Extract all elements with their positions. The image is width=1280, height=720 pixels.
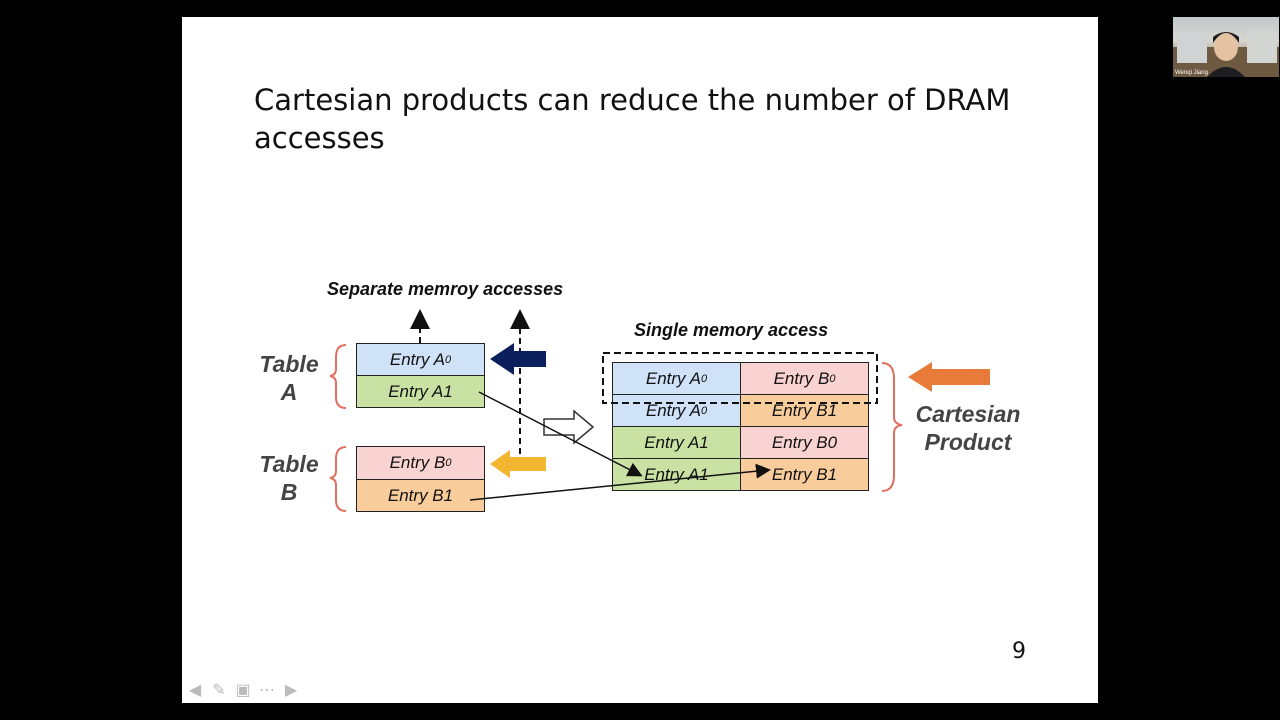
next-icon[interactable]: ▶ [284, 682, 298, 699]
table-a-label: Table A [259, 351, 319, 405]
cartesian-label-line2: Product [924, 429, 1012, 455]
single-access-box [602, 352, 878, 404]
diagram-connectors [329, 309, 990, 512]
table-a-entry-a1: Entry A1 [356, 375, 485, 408]
table-b-brace [329, 446, 347, 512]
participant-name: Wenqi Jiang [1175, 70, 1208, 76]
product-brace [881, 362, 903, 492]
slide-title: Cartesian products can reduce the number… [254, 83, 1011, 155]
table-a-brace [329, 344, 347, 409]
hollow-arrow-icon [543, 409, 595, 445]
cartesian-label-line1: Cartesian [915, 401, 1021, 427]
more-icon[interactable]: ⋯ [259, 682, 275, 699]
product-r2-a1: Entry A1 [612, 426, 741, 459]
table-b-entry-b1: Entry B1 [356, 479, 485, 512]
single-access-label: Single memory access [634, 320, 829, 340]
separate-accesses-label: Separate memroy accesses [327, 279, 564, 299]
pen-icon[interactable]: ✎ [212, 682, 226, 699]
slides-icon[interactable]: ▣ [235, 682, 251, 699]
b1-to-product-arrow [469, 463, 771, 501]
slide: Cartesian products can reduce the number… [182, 17, 1098, 703]
participant-video[interactable]: Wenqi Jiang [1173, 17, 1279, 77]
gold-arrow-icon [490, 450, 546, 478]
a1-to-product-arrow [478, 391, 643, 477]
previous-icon[interactable]: ◀ [188, 682, 202, 699]
presentation-toolbar: ◀ ✎ ▣ ⋯ ▶ [185, 680, 301, 700]
page-number: 9 [1012, 639, 1026, 664]
participant-avatar [1173, 31, 1279, 77]
navy-arrow-icon [490, 343, 546, 375]
orange-arrow-icon [908, 362, 990, 392]
table-b-label: Table B [259, 451, 319, 505]
cartesian-product-label: Cartesian Product [908, 400, 1028, 456]
